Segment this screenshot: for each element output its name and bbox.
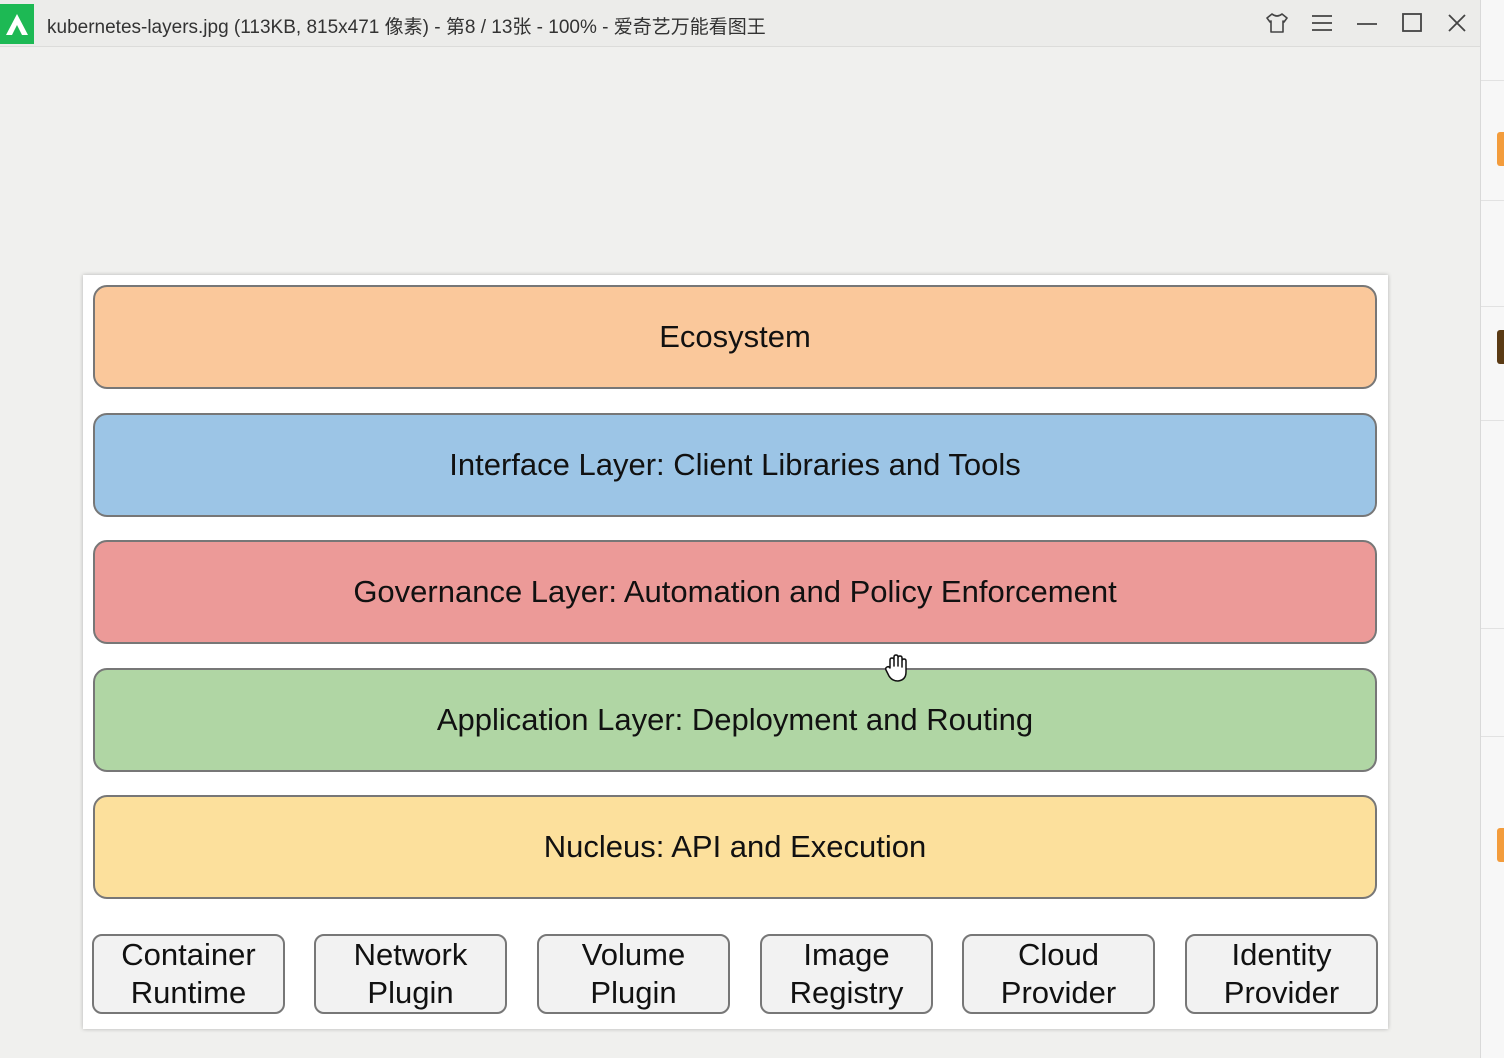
- strip-marker: [1497, 132, 1504, 166]
- component-identity-provider: Identity Provider: [1185, 934, 1378, 1014]
- layer-nucleus: Nucleus: API and Execution: [93, 795, 1377, 899]
- component-image-registry: Image Registry: [760, 934, 933, 1014]
- component-label: Plugin: [367, 975, 454, 1010]
- component-label: Identity: [1231, 937, 1332, 972]
- layer-label: Interface Layer: Client Libraries and To…: [449, 447, 1021, 482]
- minimize-icon[interactable]: [1352, 9, 1382, 37]
- component-network-plugin: Network Plugin: [314, 934, 507, 1014]
- layer-application: Application Layer: Deployment and Routin…: [93, 668, 1377, 772]
- component-label: Provider: [1223, 975, 1340, 1010]
- component-label: Container: [121, 937, 256, 972]
- layer-interface: Interface Layer: Client Libraries and To…: [93, 413, 1377, 517]
- component-label: Image: [803, 937, 890, 972]
- component-label: Runtime: [130, 975, 247, 1010]
- layer-label: Application Layer: Deployment and Routin…: [436, 702, 1034, 737]
- adjacent-window-edge: [1480, 0, 1504, 1058]
- close-icon[interactable]: [1442, 9, 1472, 37]
- maximize-icon[interactable]: [1397, 9, 1427, 37]
- layer-label: Nucleus: API and Execution: [543, 829, 927, 864]
- image-canvas[interactable]: Ecosystem Interface Layer: Client Librar…: [83, 275, 1388, 1029]
- window-title: kubernetes-layers.jpg (113KB, 815x471 像素…: [47, 17, 766, 38]
- layer-governance: Governance Layer: Automation and Policy …: [93, 540, 1377, 644]
- component-label: Provider: [1000, 975, 1117, 1010]
- component-label: Registry: [789, 975, 904, 1010]
- component-label: Cloud: [1018, 937, 1099, 972]
- component-volume-plugin: Volume Plugin: [537, 934, 730, 1014]
- layer-label: Ecosystem: [659, 319, 811, 354]
- hand-cursor-icon: [884, 654, 907, 682]
- layer-label: Governance Layer: Automation and Policy …: [353, 574, 1117, 609]
- strip-marker: [1497, 330, 1504, 364]
- title-bar[interactable]: kubernetes-layers.jpg (113KB, 815x471 像素…: [0, 0, 1480, 47]
- skin-shirt-icon[interactable]: [1262, 9, 1292, 37]
- component-cloud-provider: Cloud Provider: [962, 934, 1155, 1014]
- layer-ecosystem: Ecosystem: [93, 285, 1377, 389]
- component-label: Volume: [581, 937, 686, 972]
- component-label: Network: [353, 937, 468, 972]
- strip-marker: [1497, 828, 1504, 862]
- app-logo-icon: [0, 4, 34, 44]
- menu-icon[interactable]: [1307, 9, 1337, 37]
- component-container-runtime: Container Runtime: [92, 934, 285, 1014]
- component-label: Plugin: [590, 975, 677, 1010]
